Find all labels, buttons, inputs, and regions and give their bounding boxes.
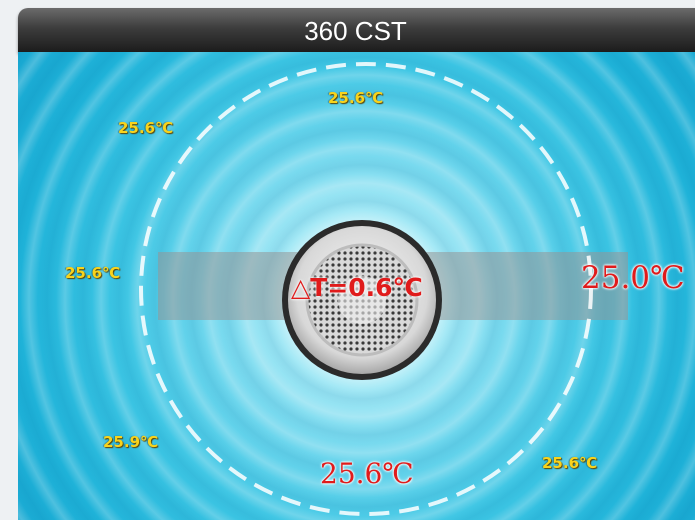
temp-top-left: 25.6℃ — [118, 119, 174, 137]
airflow-boundary-ring — [139, 62, 593, 516]
temp-bottom-left: 25.9℃ — [103, 433, 159, 451]
temp-left: 25.6℃ — [65, 264, 121, 282]
temp-top: 25.6℃ — [328, 89, 384, 107]
title-bar: 360 CST — [18, 8, 695, 52]
cassette-unit-icon — [282, 220, 442, 380]
temp-bottom-right: 25.6℃ — [542, 454, 598, 472]
temp-right: 25.0℃ — [581, 260, 685, 296]
delta-t-label: △T=0.6℃ — [291, 273, 423, 302]
page-title: 360 CST — [304, 16, 407, 46]
airflow-graphic — [139, 62, 593, 516]
temp-bottom: 25.6℃ — [320, 457, 414, 490]
airflow-panel: 25.6℃ 25.6℃ 25.6℃ 25.0℃ 25.9℃ 25.6℃ 25.6… — [18, 52, 695, 520]
